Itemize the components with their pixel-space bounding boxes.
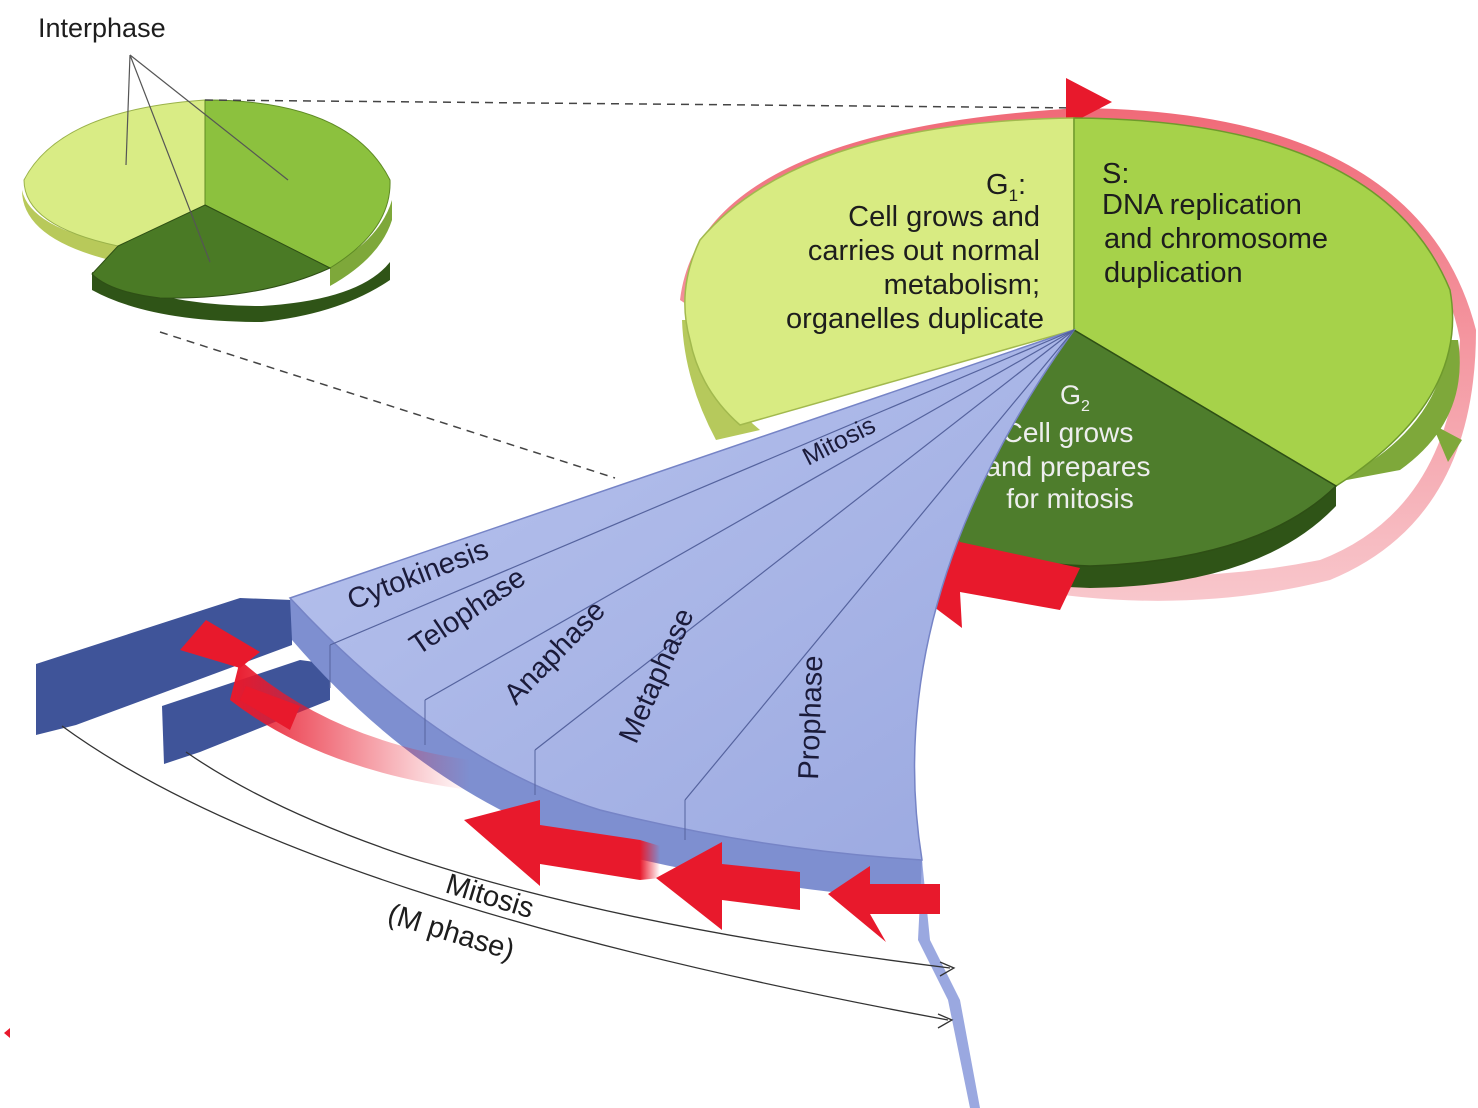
m-phase-arc-outer (61, 725, 949, 1021)
small-pie-g2-rim (92, 262, 390, 322)
mitosis-fan: Mitosis Cytokinesis Telophase Anaphase M… (36, 328, 1076, 1108)
small-pie-s-rim (330, 200, 392, 286)
svg-text:G1:: G1: (986, 169, 1026, 205)
leader-line (125, 54, 131, 166)
stage-label-prophase: Prophase (793, 655, 829, 780)
arrow-head-cytokinesis (180, 620, 260, 668)
arrow-head-prophase (828, 866, 940, 942)
g2-line: and prepares (985, 451, 1150, 482)
svg-text:G2: G2 (1060, 380, 1090, 415)
flow-band (230, 660, 470, 790)
leader-line (129, 54, 211, 263)
s-title: S: (1102, 158, 1129, 190)
s-line: and chromosome (1104, 223, 1328, 255)
interphase-label: Interphase (38, 13, 166, 43)
g1-line: metabolism; (884, 269, 1040, 301)
small-pie-g1 (23, 99, 206, 247)
arrow-head-telophase (240, 686, 300, 730)
g2-line: for mitosis (1006, 483, 1134, 514)
cytokinesis-tab (36, 598, 292, 735)
small-pie-g2 (91, 204, 332, 299)
g1-title: G (986, 169, 1009, 201)
m-phase-arc-inner (185, 751, 951, 969)
small-interphase-pie: Interphase (22, 13, 392, 322)
telophase-tab (162, 660, 330, 764)
stage-divider (534, 329, 1075, 751)
g2-line: Cell grows (1003, 417, 1134, 448)
arc-arrow-outer (937, 1013, 954, 1029)
s-segment (1073, 117, 1454, 487)
dashed-connector-bottom (159, 331, 616, 479)
small-pie-g1-rim (22, 190, 118, 262)
stage-divider (424, 329, 1075, 701)
g1-line: organelles duplicate (786, 303, 1044, 335)
g2-subscript: 2 (1081, 398, 1090, 415)
s-label: S: DNA replication and chromosome duplic… (1102, 158, 1328, 289)
arrow-head-anaphase (464, 800, 640, 886)
g2-title: G (1060, 380, 1081, 410)
stage-divider (684, 329, 1075, 801)
leader-line (129, 54, 289, 181)
s-line: duplication (1104, 257, 1243, 289)
flow-band (640, 840, 660, 880)
s-line: DNA replication (1102, 189, 1302, 221)
corner-marker-icon (4, 1028, 10, 1038)
arc-arrow-inner (939, 961, 956, 977)
g1-label: G1: Cell grows and carries out normal me… (786, 169, 1044, 335)
mitosis-flow-arrows (180, 620, 940, 942)
g1-title-suffix: : (1018, 169, 1026, 201)
g1-line: carries out normal (808, 235, 1040, 267)
g2-label: G2 Cell grows and prepares for mitosis (985, 380, 1150, 514)
fan-edge (918, 860, 980, 1108)
cycle-arrow-top (1066, 78, 1112, 126)
g1-segment (684, 117, 1075, 426)
arrow-head-metaphase (656, 842, 800, 930)
fan-top (288, 328, 1076, 861)
g1-subscript: 1 (1009, 186, 1018, 205)
small-pie-s (204, 99, 391, 269)
g1-line: Cell grows and (848, 201, 1040, 233)
dashed-connector-top (204, 99, 1081, 109)
stage-divider (329, 329, 1075, 646)
cycle-arrow-right (1432, 424, 1462, 462)
